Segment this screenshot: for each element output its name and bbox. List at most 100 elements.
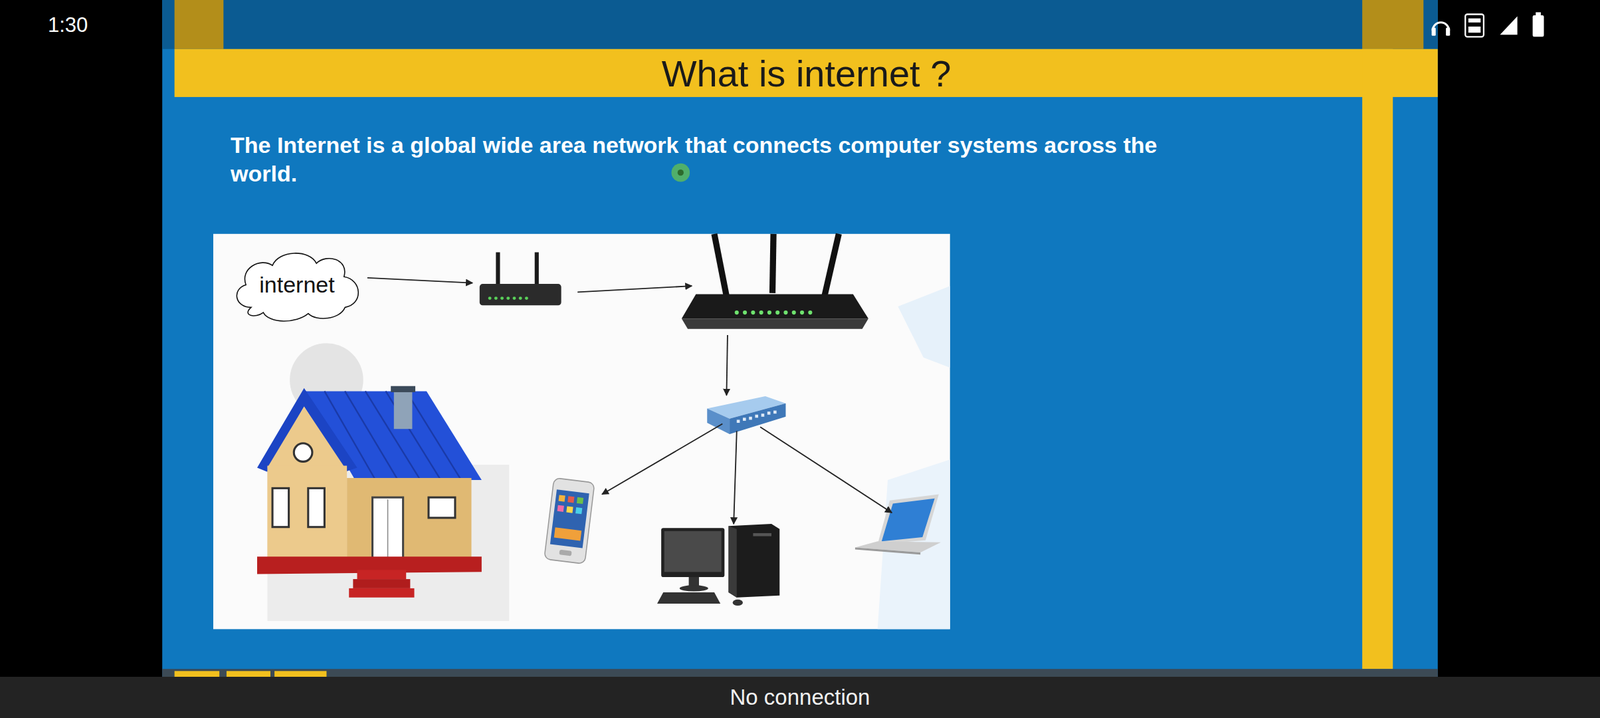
house-picture bbox=[308, 487, 325, 527]
house-picture bbox=[387, 499, 389, 565]
cloud-label: internet bbox=[259, 271, 335, 298]
pointer-dot bbox=[671, 163, 691, 183]
status-icons bbox=[1465, 14, 1484, 38]
slide-background bbox=[162, 668, 1438, 677]
connection-arrow bbox=[367, 277, 892, 524]
slide-background bbox=[174, 49, 1438, 98]
switch-picture bbox=[773, 410, 777, 414]
cloud-outline bbox=[236, 253, 359, 321]
status-icons bbox=[1500, 16, 1518, 36]
router-picture bbox=[792, 310, 797, 315]
house-picture bbox=[348, 588, 414, 598]
desktop-picture bbox=[732, 599, 743, 606]
switch-picture bbox=[729, 403, 786, 434]
status-icons bbox=[1431, 27, 1436, 36]
desktop-picture bbox=[657, 592, 721, 604]
router-picture bbox=[734, 310, 739, 315]
house-picture bbox=[267, 465, 347, 560]
phone-picture bbox=[550, 489, 590, 548]
router-picture bbox=[775, 310, 780, 315]
router-picture bbox=[714, 233, 727, 297]
laptop-picture bbox=[877, 494, 939, 545]
desktop-picture bbox=[679, 584, 709, 591]
router-picture bbox=[734, 310, 813, 315]
switch-picture bbox=[748, 416, 753, 420]
router-picture bbox=[807, 310, 812, 315]
slide-title: What is internet ? bbox=[661, 51, 952, 96]
status-toast: No connection bbox=[0, 676, 1600, 718]
connection-arrow bbox=[367, 277, 473, 284]
desktop-picture bbox=[657, 523, 780, 606]
status-icons bbox=[1445, 27, 1450, 36]
house-picture bbox=[267, 405, 345, 468]
house-picture bbox=[405, 390, 462, 480]
connection-arrow bbox=[601, 423, 723, 495]
pointer-dot bbox=[671, 163, 691, 183]
modem-picture bbox=[524, 296, 529, 300]
connection-arrow bbox=[733, 430, 737, 524]
switch-picture bbox=[736, 419, 741, 423]
house-picture bbox=[390, 386, 416, 393]
router-picture bbox=[824, 233, 840, 297]
phone-picture bbox=[576, 497, 584, 504]
phone-picture bbox=[558, 494, 565, 501]
picture-panel bbox=[897, 285, 950, 368]
switch-picture bbox=[767, 411, 771, 415]
modem-picture bbox=[488, 296, 492, 300]
desktop-picture bbox=[664, 530, 722, 572]
router-picture bbox=[681, 233, 869, 329]
connection-arrow bbox=[577, 285, 692, 292]
laptop-picture bbox=[855, 546, 921, 555]
router-picture bbox=[772, 233, 775, 294]
definition-text: The Internet is a global wide area netwo… bbox=[230, 130, 1228, 189]
modem-picture bbox=[500, 296, 504, 300]
phone-picture bbox=[554, 526, 583, 541]
house-picture bbox=[428, 497, 456, 518]
house-picture bbox=[394, 388, 413, 429]
modem-picture bbox=[534, 251, 539, 287]
slide-background bbox=[162, 0, 1438, 678]
laptop-picture bbox=[881, 498, 935, 542]
modem-picture bbox=[479, 283, 562, 305]
connection-arrow bbox=[726, 334, 728, 396]
house-picture bbox=[372, 497, 404, 567]
modem-picture bbox=[512, 296, 517, 300]
modem-picture bbox=[506, 296, 510, 300]
status-icons bbox=[1431, 11, 1545, 37]
house-picture bbox=[257, 386, 482, 598]
house-picture bbox=[352, 578, 410, 589]
house-picture bbox=[357, 569, 407, 579]
router-picture bbox=[759, 310, 764, 315]
connection-arrow bbox=[760, 426, 892, 513]
phone-picture bbox=[567, 495, 575, 503]
desktop-picture bbox=[752, 532, 772, 537]
router-picture bbox=[681, 293, 869, 319]
desktop-picture bbox=[728, 523, 781, 598]
pointer-dot bbox=[677, 169, 684, 176]
house-picture bbox=[293, 443, 313, 462]
slide-background bbox=[1362, 49, 1393, 670]
status-icons bbox=[1532, 15, 1545, 37]
modem-picture bbox=[494, 296, 498, 300]
slide-background bbox=[162, 0, 1438, 50]
switch-picture bbox=[761, 413, 765, 417]
modem-picture bbox=[495, 251, 500, 287]
phone-picture bbox=[566, 505, 573, 513]
modem-picture bbox=[518, 296, 523, 300]
slide-background bbox=[174, 0, 224, 50]
router-picture bbox=[681, 318, 869, 329]
router-picture bbox=[767, 310, 772, 315]
status-icons bbox=[1535, 11, 1541, 16]
phone-picture bbox=[544, 477, 595, 564]
status-icons bbox=[1468, 26, 1481, 33]
phone-picture bbox=[557, 504, 565, 512]
house-picture bbox=[346, 477, 472, 560]
phone-picture bbox=[575, 506, 583, 514]
switch-picture bbox=[742, 417, 747, 421]
title-band: What is internet ? bbox=[174, 49, 1438, 98]
status-icons bbox=[1468, 18, 1481, 23]
router-picture bbox=[783, 310, 788, 315]
phone-picture bbox=[544, 477, 595, 564]
